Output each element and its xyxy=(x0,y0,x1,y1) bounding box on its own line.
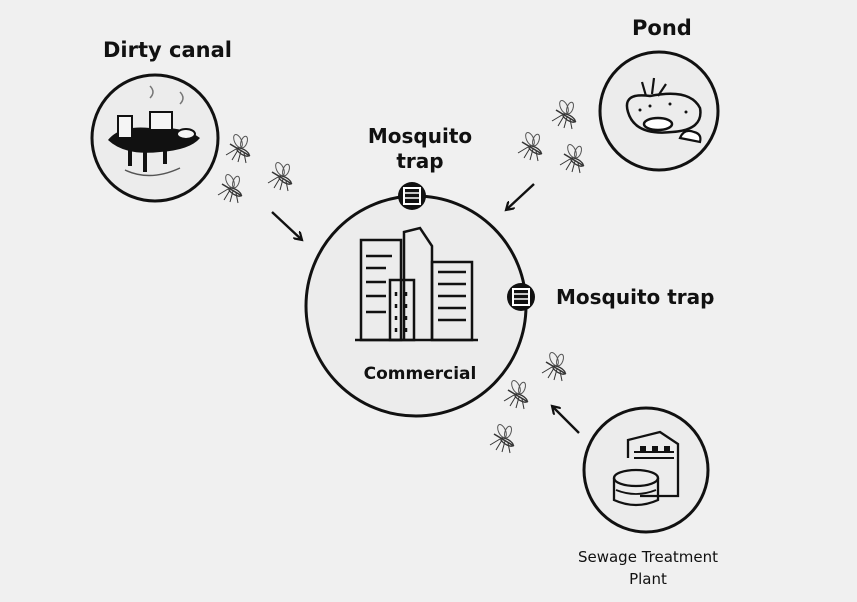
buildings-icon xyxy=(355,226,478,342)
mosquito-icon xyxy=(551,98,578,130)
commercial-node xyxy=(304,194,528,418)
mosquito-icon xyxy=(217,172,244,204)
pond-icon xyxy=(625,77,702,144)
pond-label: Pond xyxy=(632,16,692,40)
commercial-label: Commercial xyxy=(363,364,477,384)
mosquito-icon xyxy=(225,132,252,164)
mosquito-trap-top-label-line1: Mosquito xyxy=(367,124,473,148)
arrow-sewage-to-commercial xyxy=(552,406,580,434)
dirty-canal-label: Dirty canal xyxy=(103,38,232,62)
mosquito-icon xyxy=(559,142,586,174)
dirty-canal-node xyxy=(90,73,220,203)
mosquito-icon xyxy=(489,422,516,454)
mosquito-trap-top-label: Mosquito trap xyxy=(360,124,480,174)
sewage-plant-label-line1: Sewage Treatment xyxy=(577,548,719,566)
mosquito-icon xyxy=(541,350,568,382)
arrow-canal-to-commercial xyxy=(271,211,302,240)
mosquito-icon xyxy=(517,130,544,162)
mosquito-trap-right-icon xyxy=(507,283,535,311)
pond-node xyxy=(598,50,720,172)
mosquito-icon xyxy=(267,160,294,192)
mosquito-trap-top-icon xyxy=(398,182,426,210)
sewage-plant-label-line2: Plant xyxy=(629,570,667,588)
mosquito-icon xyxy=(503,378,530,410)
mosquito-trap-right-label: Mosquito trap xyxy=(556,285,715,309)
factory-tank-icon xyxy=(612,430,680,507)
sewage-plant-node xyxy=(582,406,710,534)
sewage-plant-label: Sewage Treatment Plant xyxy=(548,546,748,590)
mosquito-trap-top-label-line2: trap xyxy=(396,149,444,173)
arrow-pond-to-commercial xyxy=(506,183,535,210)
dirty-canal-icon xyxy=(108,85,200,177)
